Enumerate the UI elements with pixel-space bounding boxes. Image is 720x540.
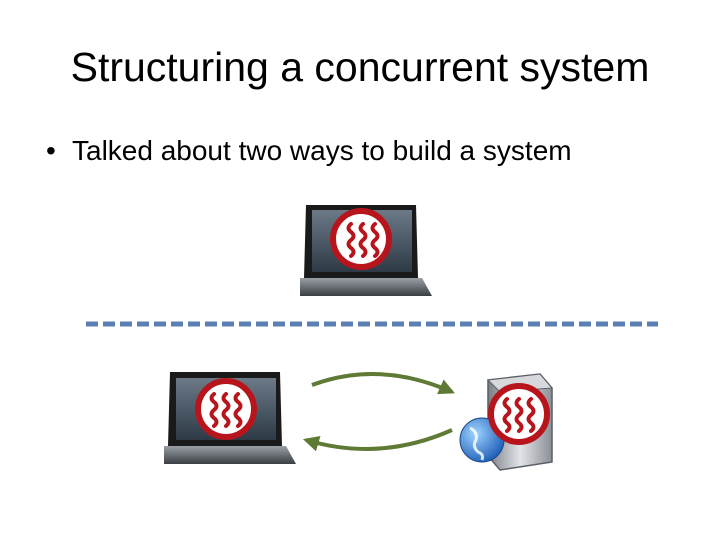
arrow-to-laptop bbox=[302, 428, 453, 452]
slide-title: Structuring a concurrent system bbox=[70, 44, 650, 90]
arrow-to-server bbox=[311, 372, 455, 395]
bullet-text: Talked about two ways to build a system bbox=[72, 135, 572, 166]
laptop-icon-top bbox=[300, 205, 432, 296]
thread-squiggle-icon bbox=[346, 222, 380, 258]
thread-squiggle-icon bbox=[502, 397, 536, 433]
thread-squiggle-icon bbox=[209, 392, 243, 428]
thread-ring-icon bbox=[330, 208, 392, 270]
thread-ring-icon bbox=[488, 383, 550, 445]
thread-ring-icon bbox=[195, 378, 257, 440]
laptop-icon-bottom bbox=[164, 372, 296, 464]
bullet-glyph: • bbox=[46, 135, 56, 166]
